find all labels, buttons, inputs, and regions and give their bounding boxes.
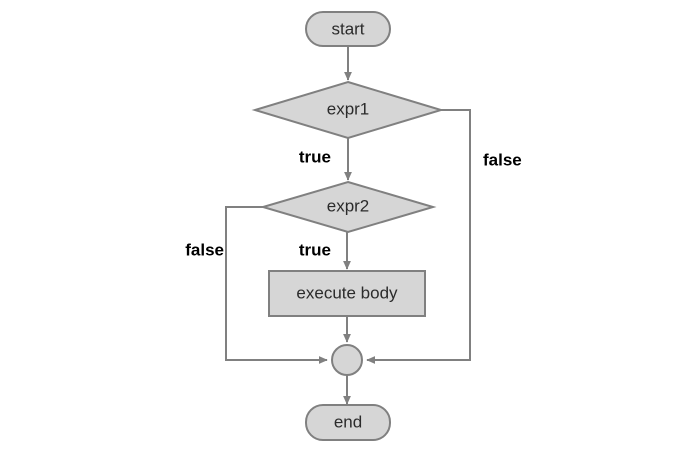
node-label: execute body — [296, 283, 398, 302]
edge-line — [225, 206, 328, 364]
node-start[interactable]: start — [305, 11, 391, 47]
node-shape-terminator — [305, 404, 391, 441]
node-end[interactable]: end — [305, 404, 391, 441]
edge-expr2-false-to-merge — [225, 206, 328, 364]
node-label: expr1 — [327, 99, 370, 118]
edge-label-true-expr1: true — [299, 147, 331, 166]
node-shape-terminator — [305, 11, 391, 47]
edge-line — [366, 109, 471, 364]
node-shape-decision — [251, 80, 445, 140]
edge-label-false-expr2: false — [185, 240, 224, 259]
edge-label-false-expr1: false — [483, 150, 522, 169]
node-expr1[interactable]: expr1 — [251, 80, 445, 140]
node-shape-process — [268, 270, 426, 317]
node-execute-body[interactable]: execute body — [268, 270, 426, 317]
node-label: end — [334, 412, 362, 431]
node-label: start — [331, 19, 364, 38]
node-expr2[interactable]: expr2 — [259, 180, 437, 234]
edge-label-true-expr2: true — [299, 240, 331, 259]
edge-expr1-false-to-merge — [366, 109, 471, 364]
node-shape-connector — [331, 344, 363, 376]
node-merge-connector[interactable] — [331, 344, 363, 376]
node-shape-decision — [259, 180, 437, 234]
node-label: expr2 — [327, 196, 370, 215]
